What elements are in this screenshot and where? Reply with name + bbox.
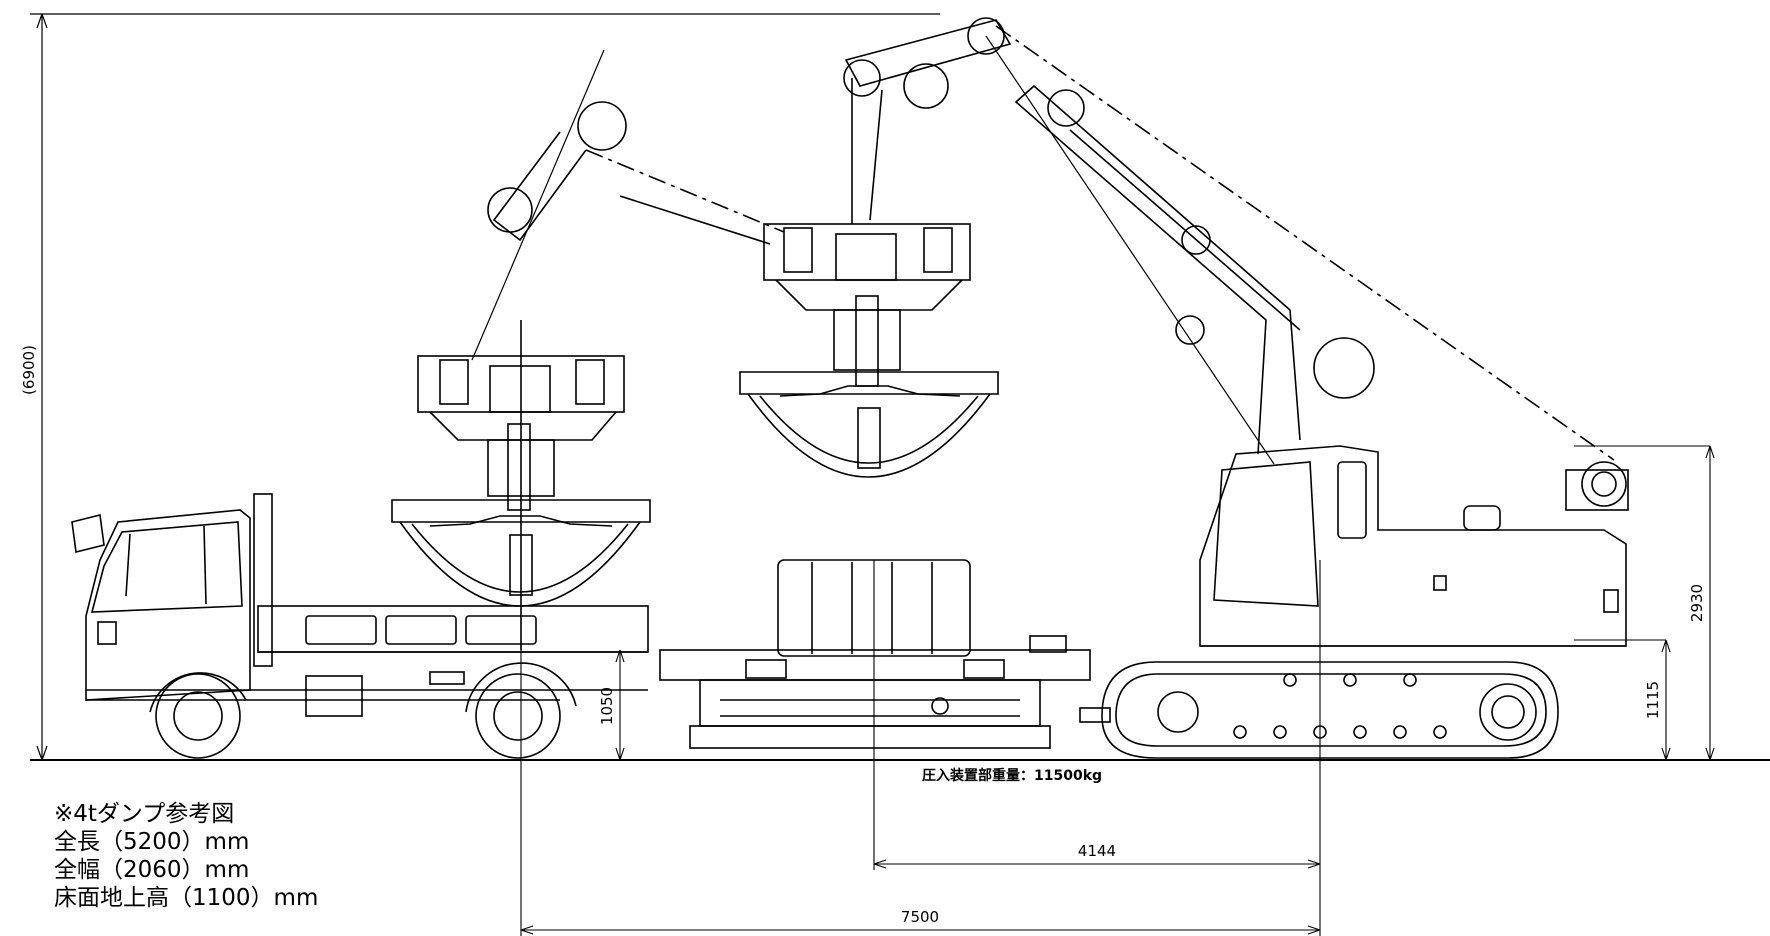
crane-boom xyxy=(1014,84,1301,455)
rear-wheel xyxy=(475,673,561,759)
reach-inner-label: 4144 xyxy=(1078,842,1116,860)
alternate-boom-position xyxy=(471,49,785,361)
track-height-label: 1115 xyxy=(1644,681,1662,719)
extension-lines xyxy=(520,445,1720,936)
front-wheel xyxy=(155,673,241,759)
truck-bed-height-dimension: 1050 xyxy=(598,649,625,761)
press-in-unit xyxy=(659,559,1091,749)
bucket-left xyxy=(391,320,651,650)
total-height-dimension: (6900) xyxy=(20,13,940,761)
notes-title: ※4tダンプ参考図 xyxy=(54,801,235,827)
total-height-label: (6900) xyxy=(20,345,38,395)
truck-reference-notes: ※4tダンプ参考図 全長（5200）mm 全幅（2060）mm 床面地上高（11… xyxy=(54,800,318,912)
bucket-center xyxy=(739,223,999,478)
notes-bed-height: 床面地上高（1100）mm xyxy=(54,885,319,911)
dump-truck xyxy=(71,493,649,759)
cab-height-label: 2930 xyxy=(1688,584,1706,622)
reach-outer-label: 7500 xyxy=(901,908,939,926)
track-height-dimension: 1115 xyxy=(1644,639,1671,761)
notes-width: 全幅（2060）mm xyxy=(54,857,250,883)
notes-length: 全長（5200）mm xyxy=(54,829,250,855)
crawler-crane xyxy=(843,17,1629,759)
weight-caption: 圧入装置部重量：11500kg xyxy=(922,767,1102,784)
truck-bed-height-label: 1050 xyxy=(598,687,616,725)
cab-height-dimension: 2930 xyxy=(1688,445,1715,761)
reach-outer-dimension: 7500 xyxy=(520,908,1321,935)
reach-inner-dimension: 4144 xyxy=(873,842,1321,869)
